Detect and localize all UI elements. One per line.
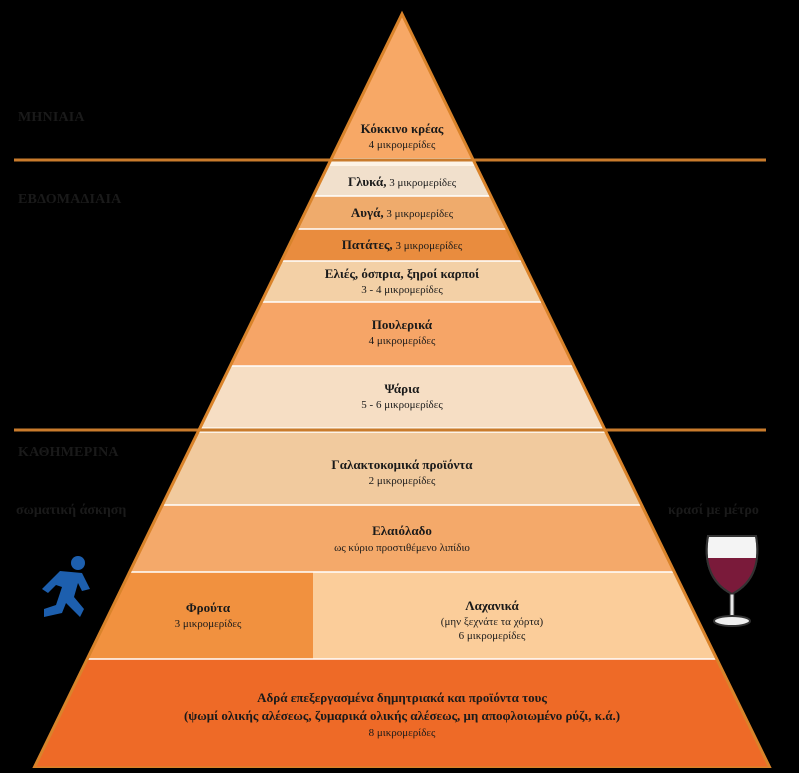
tier-olives-servings: 3 - 4 μικρομερίδες — [361, 284, 443, 296]
tier-grains-servings: 8 μικρομερίδες — [369, 727, 436, 739]
tier-red-meat-servings: 4 μικρομερίδες — [369, 139, 436, 151]
tier-eggs-text-title: Αυγά, — [351, 205, 384, 220]
running-person-icon — [42, 556, 90, 617]
tier-vegetables-title: Λαχανικά — [465, 598, 519, 613]
tier-potatoes — [281, 229, 523, 261]
tier-dairy-title: Γαλακτοκομικά προϊόντα — [331, 457, 473, 472]
tier-eggs-text: Αυγά, 3 μικρομερίδες — [351, 205, 454, 220]
tier-poultry-title: Πουλερικά — [372, 317, 433, 332]
tier-eggs — [297, 196, 507, 229]
daily-label: ΚΑΘΗΜΕΡΙΝΑ — [18, 445, 119, 460]
tier-olives-title: Ελιές, όσπρια, ξηροί καρποί — [325, 266, 479, 281]
tier-poultry-servings: 4 μικρομερίδες — [369, 335, 436, 347]
tier-grains — [34, 659, 770, 768]
tier-olive-oil-title: Ελαιόλαδο — [372, 523, 432, 538]
tier-fruits — [87, 572, 313, 659]
monthly-label: ΜΗΝΙΑΙΑ — [18, 110, 85, 125]
tier-potatoes-text: Πατάτες, 3 μικρομερίδες — [342, 237, 463, 252]
tier-red-meat-title: Κόκκινο κρέας — [361, 121, 444, 136]
tier-sweets-text-servings: 3 μικρομερίδες — [387, 177, 457, 189]
tier-sweets-text-title: Γλυκά, — [348, 174, 387, 189]
tier-sweets — [313, 166, 491, 196]
tier-sweets-text: Γλυκά, 3 μικρομερίδες — [348, 174, 457, 189]
tier-vegetables — [313, 572, 717, 659]
weekly-label: ΕΒΔΟΜΑΔΙΑΙΑ — [18, 192, 122, 207]
tier-eggs-text-servings: 3 μικρομερίδες — [384, 208, 454, 220]
tier-potatoes-text-title: Πατάτες, — [342, 237, 393, 252]
wine-glass-icon — [705, 535, 759, 627]
tier-dairy — [162, 433, 642, 505]
tier-olives — [261, 261, 543, 302]
tier-poultry — [230, 302, 574, 366]
tier-grains-title: Αδρά επεξεργασμένα δημητριακά και προϊόν… — [257, 690, 547, 705]
tier-vegetables-note: (μην ξεχνάτε τα χόρτα) — [441, 616, 544, 628]
tier-red-meat — [331, 14, 473, 158]
tier-fish-title: Ψάρια — [385, 381, 421, 396]
tier-vegetables-servings: 6 μικρομερίδες — [459, 630, 526, 642]
tier-fish-servings: 5 - 6 μικρομερίδες — [361, 399, 443, 411]
tier-fruits-servings: 3 μικρομερίδες — [175, 618, 242, 630]
tier-dairy-servings: 2 μικρομερίδες — [369, 475, 436, 487]
tier-grains-examples: (ψωμί ολικής αλέσεως, ζυμαρικά ολικής αλ… — [184, 708, 620, 723]
exercise-label: σωματική άσκηση — [16, 503, 127, 518]
tier-olive-oil — [129, 505, 675, 572]
tier-olive-oil-note: ως κύριο προστιθέμενο λιπίδιο — [334, 542, 470, 554]
wine-label: κρασί με μέτρο — [668, 503, 759, 518]
tier-fish — [200, 366, 604, 427]
tier-fruits-title: Φρούτα — [186, 600, 231, 615]
tier-potatoes-text-servings: 3 μικρομερίδες — [393, 240, 463, 252]
